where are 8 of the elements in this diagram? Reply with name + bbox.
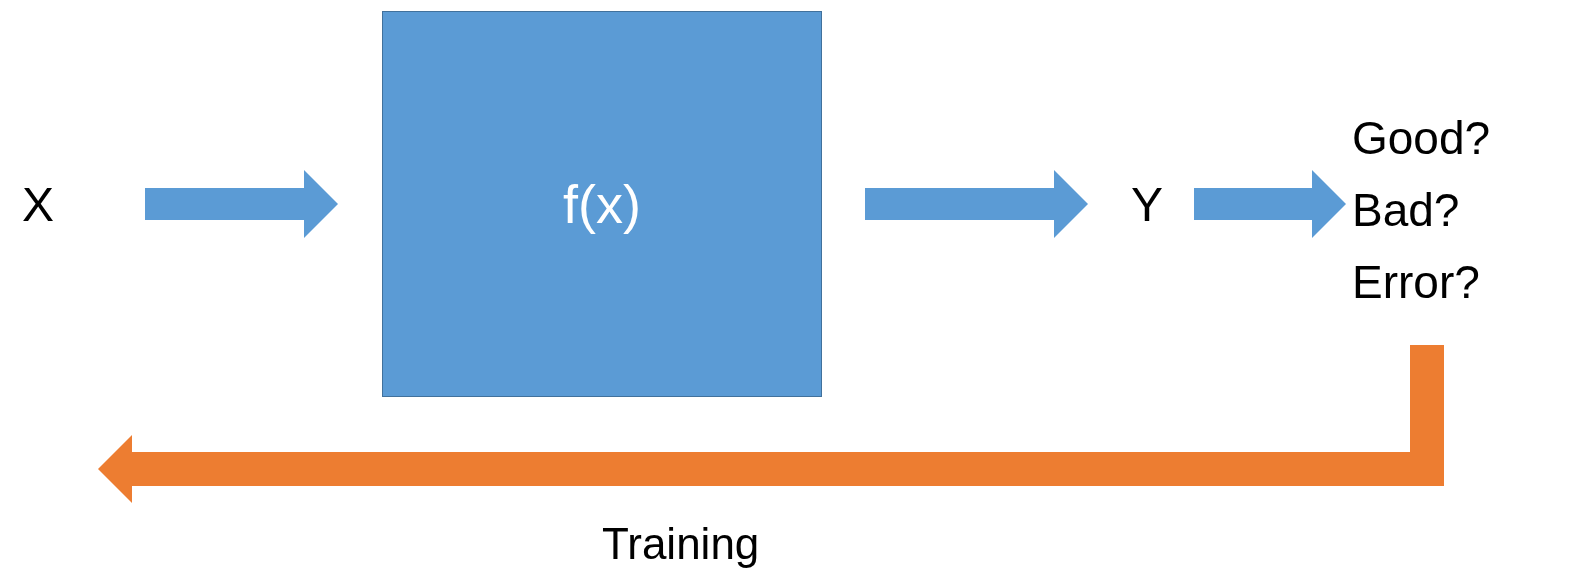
node-label: X <box>10 170 66 240</box>
block-arrow <box>98 345 1444 503</box>
block-arrow <box>1194 170 1346 238</box>
block-arrow <box>145 170 338 238</box>
function-box: f(x) <box>382 11 822 397</box>
node-label: Y <box>1122 170 1172 240</box>
node-label: Good? Bad? Error? <box>1352 92 1562 327</box>
block-arrow <box>865 170 1088 238</box>
